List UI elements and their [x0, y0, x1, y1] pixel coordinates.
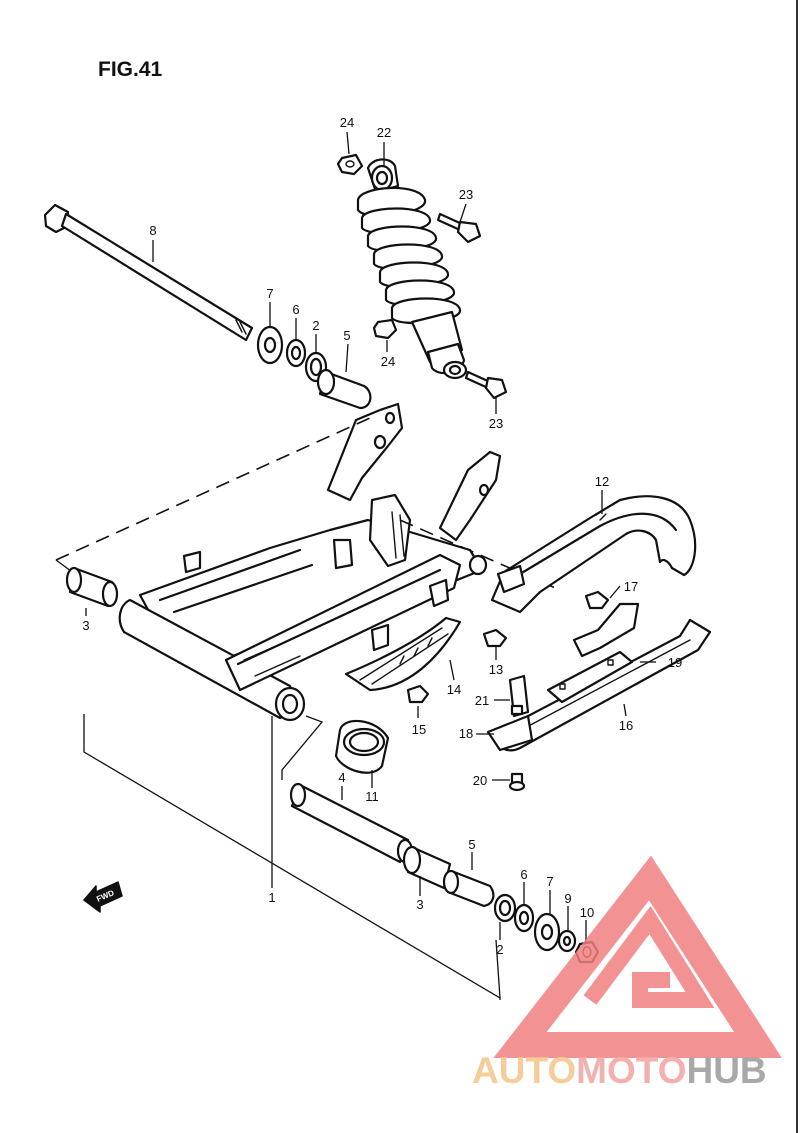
chain-case [490, 495, 697, 614]
axis-line-to-spacer [281, 715, 324, 780]
callout-13: 13 [489, 662, 503, 677]
callout-18: 18 [459, 726, 473, 741]
axis-line-upper [55, 417, 371, 561]
callout-23-lower: 23 [489, 416, 503, 431]
callout-22: 22 [377, 125, 391, 140]
callout-15: 15 [412, 722, 426, 737]
spacer-4 [289, 782, 414, 864]
washer-7-lower [533, 912, 561, 952]
shock-bolt-lower [464, 370, 508, 400]
bearing-2-lower [493, 893, 517, 923]
bushing-3-left [65, 566, 119, 608]
swingarm [118, 402, 502, 722]
callout-10: 10 [580, 905, 594, 920]
shock-bolt-upper [436, 212, 482, 244]
pivot-shaft [43, 203, 254, 342]
leader-lines [85, 131, 656, 942]
bushing-11 [334, 719, 390, 774]
callout-24-lower: 24 [381, 354, 395, 369]
callout-8: 8 [149, 223, 156, 238]
watermark-logo-icon [493, 855, 782, 1058]
spacer-5-lower [442, 869, 495, 908]
callout-17: 17 [624, 579, 638, 594]
slider-bracket-18 [486, 714, 534, 752]
callout-9: 9 [564, 891, 571, 906]
slider-screw-20 [508, 772, 526, 792]
callout-6-upper: 6 [292, 302, 299, 317]
callout-5-upper: 5 [343, 328, 350, 343]
callout-7-upper: 7 [266, 286, 273, 301]
callout-7-lower: 7 [546, 874, 553, 889]
callout-6-lower: 6 [520, 867, 527, 882]
assembly-bracket-end [495, 939, 501, 999]
callout-3-right: 3 [416, 897, 423, 912]
chain-case-bolt-13 [482, 628, 508, 648]
watermark-text: AUTOMOTOHUB [472, 1050, 767, 1091]
callout-19: 19 [668, 655, 682, 670]
callout-21: 21 [475, 693, 489, 708]
spacer-5-upper [316, 368, 372, 410]
shock-nut-lower [372, 318, 398, 340]
oil-seal-6-upper [285, 338, 307, 368]
chain-case-bolt-17 [584, 590, 610, 610]
callout-4: 4 [338, 770, 345, 785]
bushing-3-right [402, 845, 452, 890]
slider-clip-21 [508, 674, 530, 718]
callout-11: 11 [365, 789, 379, 804]
callout-labels: 24 22 23 8 7 6 2 5 24 23 12 17 19 13 14 … [82, 115, 682, 957]
callout-14: 14 [447, 682, 461, 697]
callout-3-left: 3 [82, 618, 89, 633]
callout-2-upper: 2 [312, 318, 319, 333]
guard-screw-15 [406, 684, 430, 704]
callout-1: 1 [268, 890, 275, 905]
callout-20: 20 [473, 773, 487, 788]
figure-title: FIG.41 [98, 58, 163, 81]
shock-nut-upper [336, 153, 364, 176]
callout-16: 16 [619, 718, 633, 733]
forward-direction-arrow: FWD [83, 881, 123, 913]
assembly-bracket-line [83, 714, 501, 1000]
watermark-logo-inner-icon [583, 905, 715, 1008]
callout-5-lower: 5 [468, 837, 475, 852]
automotohub-watermark: AUTOMOTOHUB [472, 855, 782, 1091]
callout-23-upper: 23 [459, 187, 473, 202]
chain-guard [344, 616, 462, 692]
rear-shock-absorber [356, 158, 468, 380]
callout-2-lower: 2 [496, 942, 503, 957]
washer-9 [557, 929, 577, 953]
callout-24-upper: 24 [340, 115, 354, 130]
callout-12: 12 [595, 474, 609, 489]
oil-seal-6-lower [513, 903, 535, 933]
slider-plate-19 [546, 650, 634, 704]
washer-7-upper [256, 325, 284, 365]
slider-mount-bracket [572, 602, 640, 658]
